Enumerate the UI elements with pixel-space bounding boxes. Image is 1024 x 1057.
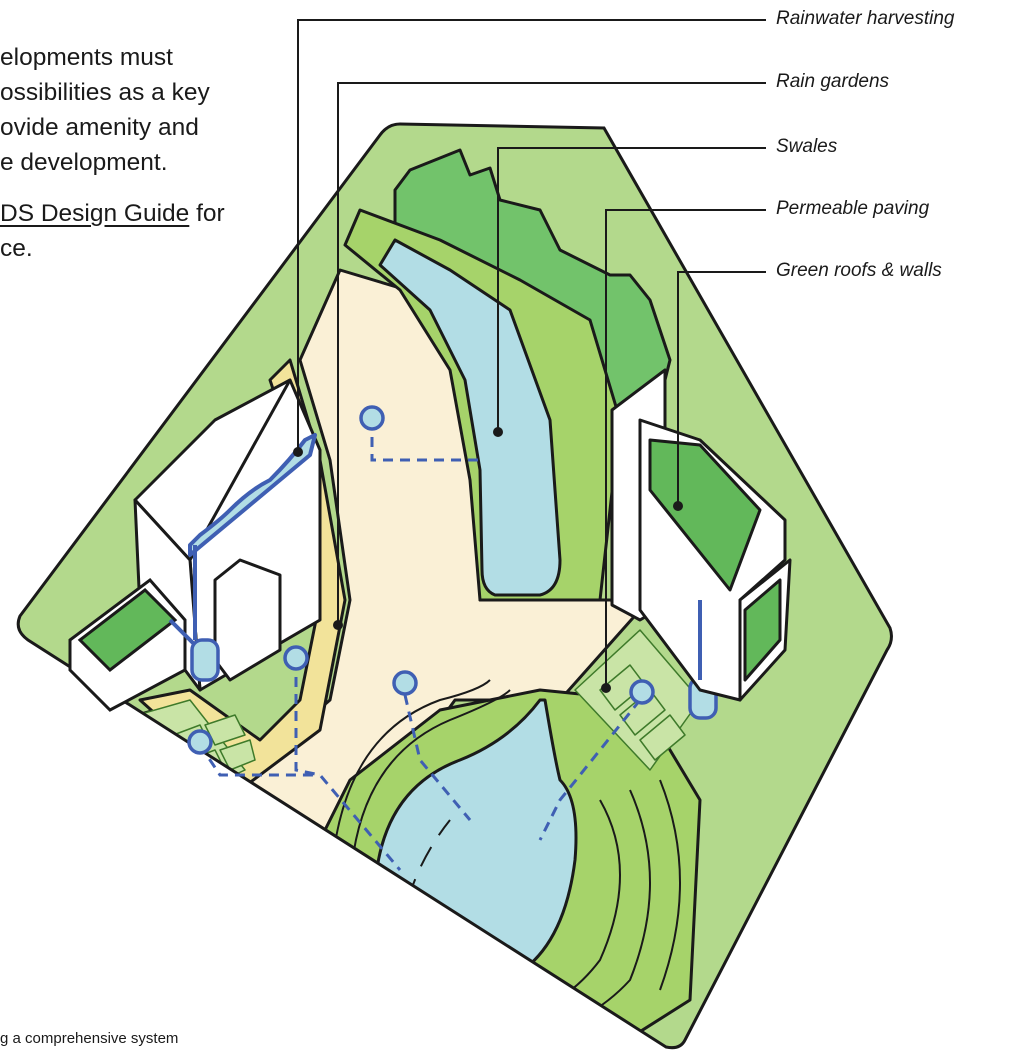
callout-dots (293, 427, 683, 693)
intro-line: e development. (0, 149, 168, 176)
site-boundary (16, 122, 893, 1050)
label-swales: Swales (776, 136, 838, 157)
intro-line: ossibilities as a key (0, 79, 210, 106)
inlet-markers (187, 405, 655, 755)
label-permeable-paving: Permeable paving (776, 198, 930, 219)
intro-line: DS Design Guide for (0, 196, 290, 231)
small-house-green-roof (68, 577, 197, 712)
intro-line-rest: for (189, 200, 225, 227)
drainage-pipes (198, 420, 642, 871)
swale-water (378, 238, 562, 597)
label-rainwater-harvesting: Rainwater harvesting (776, 8, 955, 29)
intro-line: ovide amenity and (0, 114, 199, 141)
figure-caption: g a comprehensive system (0, 1030, 179, 1047)
intro-text: elopments must ossibilities as a key ovi… (0, 40, 290, 266)
callout-leaders (297, 19, 766, 688)
suds-design-guide-link[interactable]: DS Design Guide (0, 200, 190, 227)
label-green-roofs-walls: Green roofs & walls (776, 260, 942, 281)
intro-line: ce. (0, 235, 33, 262)
label-rain-gardens: Rain gardens (776, 71, 890, 92)
permeable-paving-left (119, 699, 256, 801)
intro-line: elopments must (0, 44, 173, 71)
